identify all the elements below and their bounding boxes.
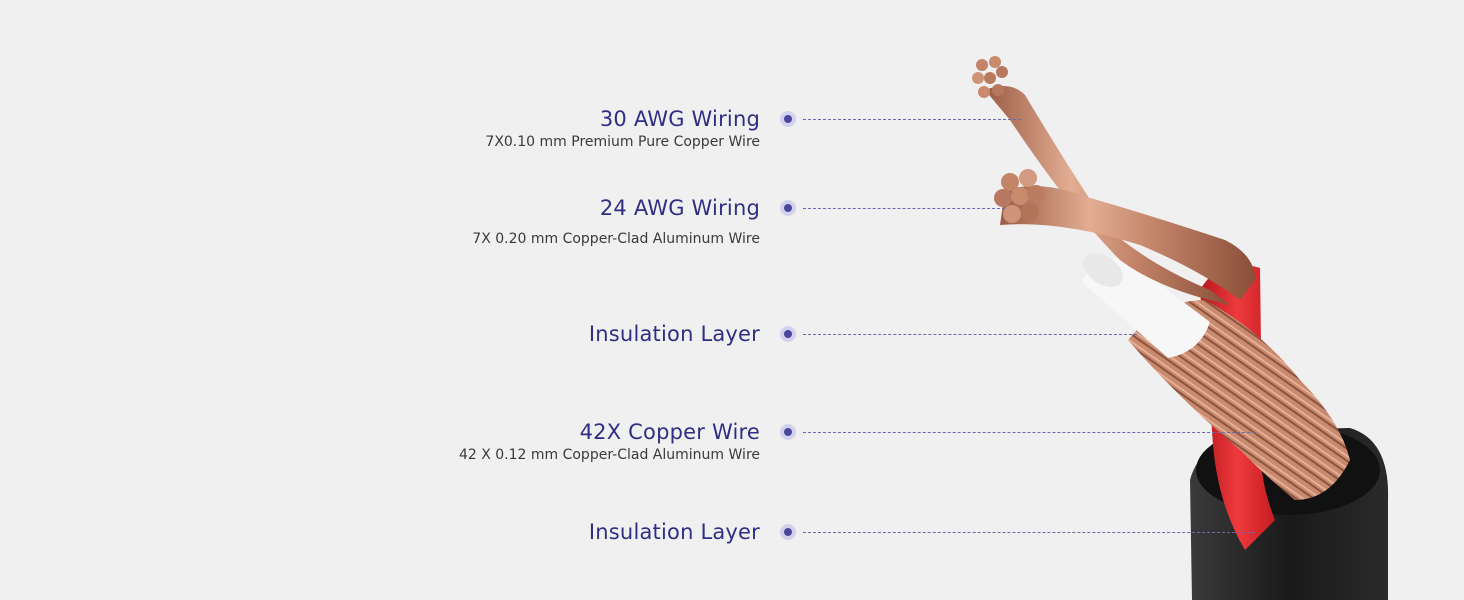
leader-line-insulation-inner bbox=[803, 334, 1137, 335]
leader-line-42x-copper bbox=[803, 432, 1255, 433]
callout-marker-30awg bbox=[780, 111, 796, 127]
callout-title: Insulation Layer bbox=[588, 520, 760, 544]
callout-30awg: 30 AWG Wiring 7X0.10 mm Premium Pure Cop… bbox=[485, 106, 760, 152]
thick-copper-strands bbox=[994, 169, 1255, 300]
callout-marker-insulation-outer bbox=[780, 524, 796, 540]
callout-title: 42X Copper Wire bbox=[579, 420, 760, 444]
callout-title: Insulation Layer bbox=[588, 322, 760, 346]
leader-line-30awg bbox=[803, 119, 1021, 120]
callout-subtitle: 7X 0.20 mm Copper-Clad Aluminum Wire bbox=[472, 231, 760, 247]
leader-line-insulation-outer bbox=[803, 532, 1255, 533]
callout-marker-42x-copper bbox=[780, 424, 796, 440]
thin-copper-strands bbox=[972, 56, 1230, 305]
callout-24awg: 24 AWG Wiring 7X 0.20 mm Copper-Clad Alu… bbox=[472, 195, 760, 249]
callout-marker-24awg bbox=[780, 200, 796, 216]
white-insulation bbox=[1082, 252, 1210, 358]
callout-marker-insulation-inner bbox=[780, 326, 796, 342]
callout-subtitle: 7X0.10 mm Premium Pure Copper Wire bbox=[485, 134, 760, 150]
leader-line-24awg bbox=[803, 208, 1005, 209]
callout-subtitle: 42 X 0.12 mm Copper-Clad Aluminum Wire bbox=[458, 447, 760, 463]
callout-title: 24 AWG Wiring bbox=[599, 196, 760, 220]
callout-title: 30 AWG Wiring bbox=[599, 107, 760, 131]
callout-insulation-outer: Insulation Layer bbox=[589, 519, 760, 545]
callout-42x-copper: 42X Copper Wire 42 X 0.12 mm Copper-Clad… bbox=[459, 419, 760, 465]
callout-insulation-inner: Insulation Layer bbox=[589, 321, 760, 347]
